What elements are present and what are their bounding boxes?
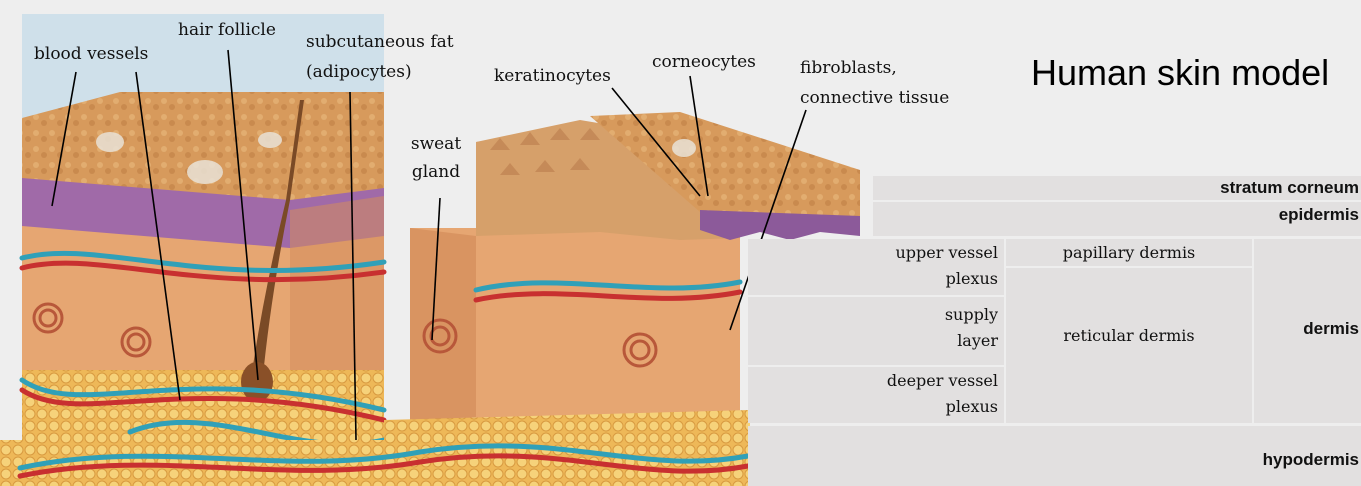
stratum-corneum-label: stratum corneum bbox=[1220, 178, 1359, 198]
papillary-dermis-label: papillary dermis bbox=[1006, 240, 1252, 266]
label-hair-follicle: hair follicle bbox=[178, 20, 276, 41]
epidermis-label: epidermis bbox=[1279, 205, 1359, 225]
hypodermis-label: hypodermis bbox=[1263, 450, 1359, 470]
label-adipocytes: (adipocytes) bbox=[306, 62, 412, 83]
upper-vessel-plexus-label: plexus bbox=[895, 266, 998, 292]
cell-upper-vessel-plexus: upper vessel plexus bbox=[748, 239, 1004, 295]
row-epidermis: epidermis bbox=[873, 202, 1361, 236]
label-gland: gland bbox=[404, 162, 468, 183]
label-keratinocytes: keratinocytes bbox=[494, 66, 611, 87]
cell-papillary-dermis: papillary dermis bbox=[1006, 239, 1252, 266]
deeper-vessel-plexus-label: plexus bbox=[887, 394, 998, 420]
cell-dermis: dermis bbox=[1254, 239, 1361, 423]
figure-title: Human skin model bbox=[1031, 52, 1329, 94]
supply-layer-label: layer bbox=[945, 328, 998, 354]
cell-reticular-dermis: reticular dermis bbox=[1006, 268, 1252, 423]
reticular-dermis-label: reticular dermis bbox=[1006, 323, 1252, 349]
label-corneocytes: corneocytes bbox=[652, 52, 756, 73]
label-subcutaneous-fat: subcutaneous fat bbox=[306, 32, 454, 53]
label-fibroblasts: fibroblasts, bbox=[800, 58, 897, 79]
row-stratum-corneum: stratum corneum bbox=[873, 176, 1361, 200]
row-hypodermis: hypodermis bbox=[748, 426, 1361, 486]
label-sweat: sweat bbox=[404, 134, 468, 155]
label-connective-tissue: connective tissue bbox=[800, 88, 949, 109]
cell-supply-layer: supply layer bbox=[748, 297, 1004, 365]
upper-vessel-label: upper vessel bbox=[895, 240, 998, 266]
supply-label: supply bbox=[945, 302, 998, 328]
dermis-label: dermis bbox=[1303, 319, 1359, 339]
cell-deeper-vessel-plexus: deeper vessel plexus bbox=[748, 367, 1004, 423]
deeper-vessel-label: deeper vessel bbox=[887, 368, 998, 394]
label-blood-vessels: blood vessels bbox=[34, 44, 148, 65]
